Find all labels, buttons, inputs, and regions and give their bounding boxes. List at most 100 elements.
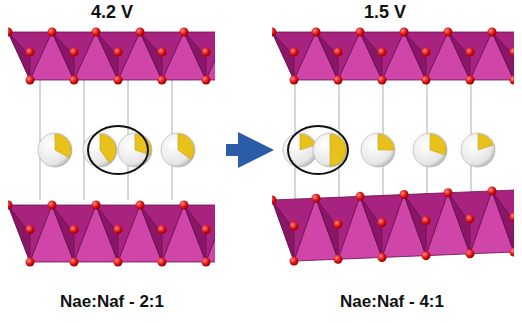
octahedron [8, 32, 30, 80]
oxygen-atom [26, 76, 35, 85]
oxygen-atom [378, 253, 387, 262]
oxygen-atom [290, 48, 299, 57]
octahedron [404, 195, 426, 256]
transition-arrow [226, 144, 256, 156]
oxygen-atom [158, 225, 167, 234]
sodium-atom [361, 133, 395, 167]
oxygen-atom [290, 76, 299, 85]
oxygen-atom [114, 225, 123, 234]
octahedron [404, 32, 426, 80]
octahedron [140, 32, 162, 80]
oxygen-atom [26, 225, 35, 234]
voltage-label: 1.5 V [364, 2, 406, 23]
oxygen-atom [26, 48, 35, 57]
oxygen-atom [158, 76, 167, 85]
oxygen-atom [114, 258, 123, 267]
oxygen-atom [158, 48, 167, 57]
oxygen-atom [70, 76, 79, 85]
octahedron [272, 32, 294, 80]
octahedron [272, 200, 294, 261]
oxygen-atom [180, 28, 189, 37]
oxygen-atom [114, 76, 123, 85]
octahedron [96, 32, 118, 80]
oxygen-atom [466, 214, 475, 223]
octahedron [492, 189, 514, 252]
bond-line [84, 70, 85, 200]
octahedron [96, 205, 118, 262]
oxygen-atom [466, 249, 475, 258]
oxygen-atom [70, 225, 79, 234]
bond-line [40, 70, 41, 200]
oxygen-atom [422, 216, 431, 225]
oxygen-atom [8, 201, 13, 210]
oxygen-atom [48, 28, 57, 37]
octahedron [492, 191, 514, 252]
oxygen-atom [272, 196, 277, 205]
oxygen-atom [466, 48, 475, 57]
oxygen-atom [444, 188, 453, 197]
oxygen-atom [422, 251, 431, 260]
oxygen-atom [400, 28, 409, 37]
sodium-atom [161, 133, 195, 167]
bond-line [339, 70, 340, 200]
octahedron [52, 205, 74, 262]
oxygen-atom [180, 201, 189, 210]
oxygen-atom [114, 48, 123, 57]
octahedra-layer [268, 186, 522, 265]
oxygen-atom [290, 257, 299, 266]
oxygen-atom [312, 28, 321, 37]
oxygen-atom [378, 76, 387, 85]
oxygen-atom [334, 255, 343, 264]
oxygen-atom [510, 48, 515, 57]
oxygen-atom [400, 190, 409, 199]
oxygen-atom [26, 258, 35, 267]
highlight-circle [288, 126, 348, 174]
oxygen-atom [422, 48, 431, 57]
oxygen-atom [48, 201, 57, 210]
octahedron [52, 32, 74, 80]
oxygen-atom [272, 28, 277, 37]
octahedra-layer [268, 28, 522, 85]
oxygen-atom [202, 48, 211, 57]
site-ratio-label: Nae:Naf - 4:1 [340, 292, 444, 312]
oxygen-atom [92, 201, 101, 210]
oxygen-atom [510, 248, 515, 257]
octahedron [360, 32, 382, 80]
oxygen-atom [378, 218, 387, 227]
oxygen-atom [202, 258, 211, 267]
sodium-atom [118, 133, 152, 167]
octahedron [492, 32, 514, 80]
octahedron [360, 196, 382, 257]
oxygen-atom [510, 76, 515, 85]
oxygen-atom [8, 28, 13, 37]
oxygen-atom [422, 76, 431, 85]
octahedron [492, 32, 514, 80]
oxygen-atom [92, 28, 101, 37]
oxygen-atom [312, 194, 321, 203]
octahedron [140, 205, 162, 262]
oxygen-atom [334, 220, 343, 229]
octahedron [316, 32, 338, 80]
octahedron [8, 205, 30, 262]
oxygen-atom [466, 76, 475, 85]
oxygen-atom [334, 48, 343, 57]
oxygen-atom [202, 225, 211, 234]
voltage-label: 4.2 V [91, 2, 133, 23]
oxygen-atom [290, 222, 299, 231]
sodium-atom [413, 133, 447, 167]
sodium-atom [38, 133, 72, 167]
oxygen-atom [488, 28, 497, 37]
oxygen-atom [334, 76, 343, 85]
octahedron [184, 32, 206, 80]
sodium-atom [461, 133, 495, 167]
oxygen-atom [136, 28, 145, 37]
oxygen-atom [158, 258, 167, 267]
oxygen-atom [136, 201, 145, 210]
octahedra-layer [4, 201, 295, 267]
octahedron [448, 193, 470, 254]
oxygen-atom [70, 258, 79, 267]
highlight-circle [88, 126, 148, 174]
oxygen-atom [510, 213, 515, 222]
octahedron [184, 205, 206, 262]
